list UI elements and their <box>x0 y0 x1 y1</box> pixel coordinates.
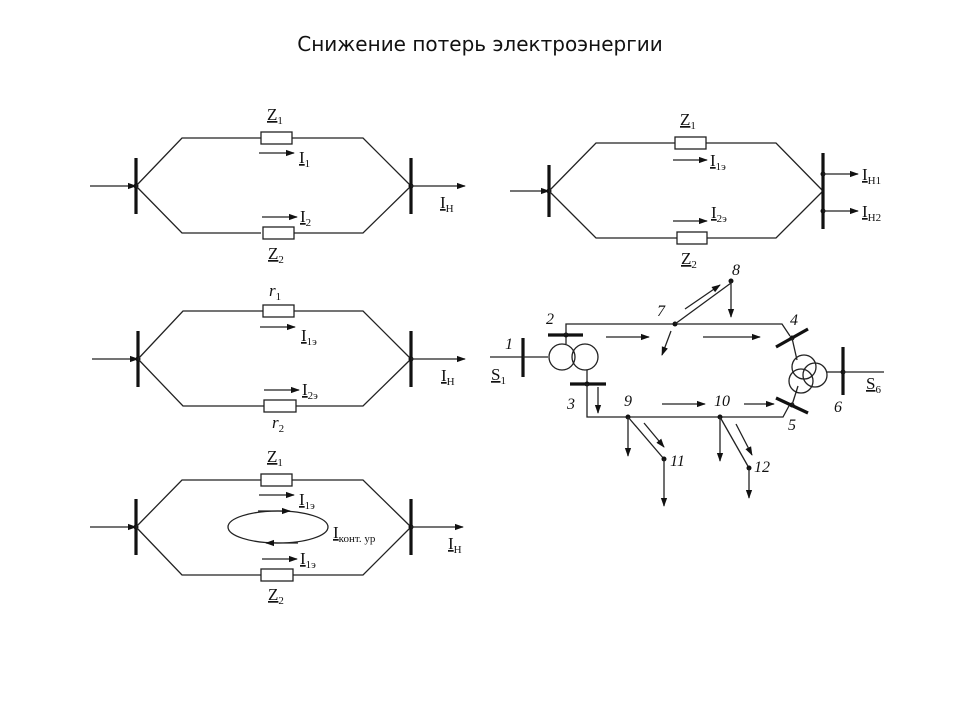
label-bottom-current: I1э <box>300 549 316 571</box>
label-node-12: 12 <box>754 459 770 476</box>
transformer-1-winding-b <box>571 343 599 371</box>
label-load-current-1: IН1 <box>862 165 881 187</box>
label-bottom-element: Z2 <box>268 585 284 607</box>
label-loop-current: Iконт. ур <box>333 523 376 545</box>
label-source-s1: S1 <box>491 365 506 387</box>
label-node-2: 2 <box>546 311 554 328</box>
slide-title: Снижение потерь электроэнергии <box>297 32 663 56</box>
top-line <box>548 142 675 192</box>
transformer-2-winding-c <box>802 362 828 388</box>
top-line <box>135 137 261 187</box>
label-bottom-current: I2э <box>302 380 318 402</box>
label-node-3: 3 <box>566 396 575 413</box>
label-top-element: Z1 <box>680 110 696 132</box>
label-top-current: I1э <box>301 326 317 348</box>
flow-arrow-10-12 <box>735 423 753 456</box>
impedance-z2 <box>676 231 708 245</box>
label-bottom-element: Z2 <box>268 244 284 266</box>
flow-arrow-9-11 <box>643 422 665 448</box>
label-node-11: 11 <box>670 453 685 470</box>
label-node-5: 5 <box>788 417 796 434</box>
label-node-7: 7 <box>657 303 666 320</box>
label-load-current: IН <box>440 193 454 215</box>
label-top-element: Z1 <box>267 105 283 127</box>
label-node-10: 10 <box>714 393 730 410</box>
label-top-current: I1э <box>710 151 726 173</box>
label-bottom-element: Z2 <box>681 249 697 271</box>
label-node-4: 4 <box>790 312 798 329</box>
label-load-current: IН <box>441 366 455 388</box>
resistor-r1 <box>262 304 295 318</box>
bottom-line <box>135 526 261 576</box>
top-line <box>135 479 261 528</box>
impedance-z1 <box>260 131 293 145</box>
line-2-7-4 <box>565 323 791 337</box>
label-load-current: IН <box>448 534 462 556</box>
impedance-z1 <box>674 136 707 150</box>
impedance-z1 <box>260 473 293 487</box>
label-load-current-2: IН2 <box>862 202 881 224</box>
bottom-line <box>137 358 264 407</box>
flow-arrow-7-down <box>661 330 672 356</box>
loop-current-ellipse <box>227 510 329 544</box>
impedance-z2 <box>262 226 295 240</box>
resistor-r2 <box>263 399 297 413</box>
parallel-lines-diagram-d: Z1 I1э I2э Z2 IН1 IН2 <box>510 110 881 271</box>
parallel-lines-diagram-b: r1 I1э I2э r2 IН <box>92 281 466 435</box>
transformer-1-winding-a <box>548 343 576 371</box>
line-3-9-10-5 <box>586 384 791 418</box>
label-node-1: 1 <box>505 336 513 353</box>
label-top-current: I1э <box>299 490 315 512</box>
line-7-8 <box>674 282 732 325</box>
flow-arrow-7-8 <box>684 284 721 310</box>
label-node-6: 6 <box>834 399 842 416</box>
label-top-element: Z1 <box>267 447 283 469</box>
bottom-line <box>548 190 677 239</box>
impedance-z2 <box>260 568 294 582</box>
bottom-line <box>135 185 261 234</box>
label-bottom-element: r2 <box>272 413 284 435</box>
label-node-9: 9 <box>624 393 632 410</box>
ring-network-diagram: 1 2 3 4 5 6 7 8 9 10 11 12 S1 S6 <box>490 262 884 507</box>
parallel-lines-diagram-c: Z1 I1э Iконт. ур I1э Z2 IН <box>90 447 464 607</box>
label-top-element: r1 <box>269 281 281 303</box>
parallel-lines-diagram-a: Z1 I1 I2 Z2 IН <box>90 105 466 266</box>
label-source-s6: S6 <box>866 374 881 396</box>
line-10-12 <box>719 416 750 469</box>
label-bottom-current: I2э <box>711 203 727 225</box>
top-line <box>137 310 263 360</box>
label-top-current: I1 <box>299 148 310 170</box>
label-node-8: 8 <box>732 262 740 279</box>
transformer-2-winding-a <box>791 354 817 380</box>
line-9-11 <box>627 416 665 460</box>
transformer-2-winding-b <box>788 368 814 394</box>
label-bottom-current: I2 <box>300 207 311 229</box>
